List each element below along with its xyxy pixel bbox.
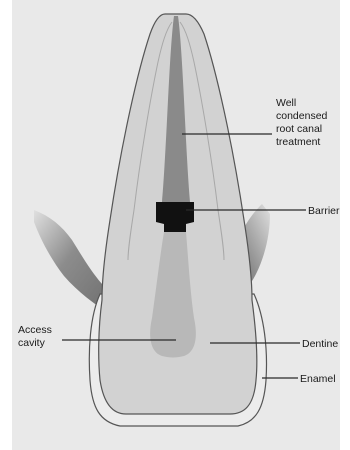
- label-access-cavity-2: cavity: [18, 337, 46, 349]
- label-root-canal-3: root canal: [276, 123, 322, 135]
- label-root-canal-4: treatment: [276, 136, 320, 148]
- left-border: [0, 0, 12, 450]
- label-root-canal-1: Well: [276, 97, 296, 109]
- label-dentine: Dentine: [302, 338, 338, 350]
- right-border: [340, 0, 350, 450]
- label-barrier: Barrier: [308, 205, 340, 217]
- label-access-cavity-1: Access: [18, 324, 52, 336]
- label-enamel: Enamel: [300, 373, 336, 385]
- label-root-canal-2: condensed: [276, 110, 328, 122]
